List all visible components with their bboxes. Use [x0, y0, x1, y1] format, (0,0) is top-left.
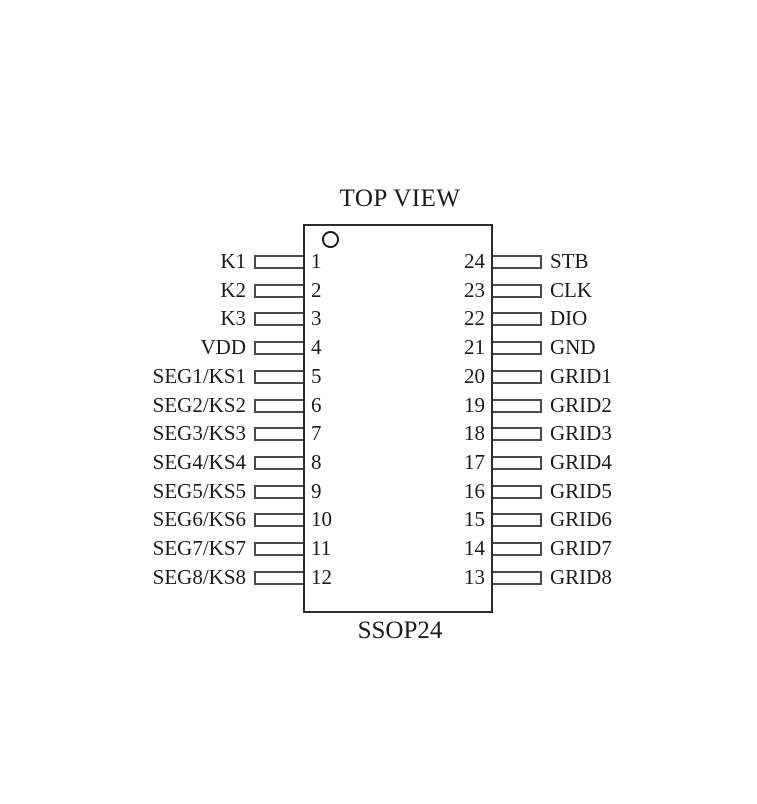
pin-label-seg7-ks7: SEG7/KS7 [152, 536, 246, 561]
pin-label-grid8: GRID8 [550, 564, 612, 589]
package-name-caption: SSOP24 [357, 617, 443, 644]
pin-lead-5 [254, 369, 305, 384]
pin-lead-19 [491, 398, 542, 413]
pin-lead-4 [254, 341, 305, 356]
pin-lead-21 [491, 341, 542, 356]
pin-number-3: 3 [311, 306, 322, 331]
pin-label-stb: STB [550, 249, 589, 273]
pin-number-22: 22 [464, 306, 485, 331]
package-body-outline [303, 224, 493, 613]
pin-label-seg1-ks1: SEG1/KS1 [152, 363, 246, 388]
pin-number-7: 7 [311, 421, 322, 446]
pin-label-k2: K2 [220, 277, 246, 302]
pin-lead-20 [491, 369, 542, 384]
pin-lead-2 [254, 283, 305, 298]
pin-lead-16 [491, 484, 542, 499]
pin-number-4: 4 [311, 335, 322, 360]
pin-label-dio: DIO [550, 306, 588, 331]
pin1-circle-icon [322, 231, 339, 248]
pin-lead-12 [254, 570, 305, 585]
pin-label-gnd: GND [550, 335, 596, 360]
pin-label-seg6-ks6: SEG6/KS6 [152, 507, 246, 532]
pin-number-23: 23 [464, 277, 485, 302]
pin-label-seg4-ks4: SEG4/KS4 [152, 450, 246, 475]
pin-number-10: 10 [311, 507, 332, 532]
pin-number-18: 18 [464, 421, 485, 446]
pin-label-clk: CLK [550, 277, 592, 302]
pin-label-vdd: VDD [200, 335, 247, 360]
pin-number-1: 1 [311, 249, 322, 273]
pin-lead-11 [254, 542, 305, 557]
pin-number-12: 12 [311, 564, 332, 589]
pin-lead-3 [254, 312, 305, 327]
pin-lead-10 [254, 513, 305, 528]
pin-label-grid4: GRID4 [550, 450, 612, 475]
pin-lead-23 [491, 283, 542, 298]
pin-label-seg3-ks3: SEG3/KS3 [152, 421, 246, 446]
pin-lead-15 [491, 513, 542, 528]
pin-number-13: 13 [464, 564, 485, 589]
pin-lead-13 [491, 570, 542, 585]
pin-label-k3: K3 [220, 306, 246, 331]
pin-number-17: 17 [464, 450, 485, 475]
pin-lead-14 [491, 542, 542, 557]
pin-number-9: 9 [311, 478, 322, 503]
pin-label-seg8-ks8: SEG8/KS8 [152, 564, 246, 589]
pin-label-grid2: GRID2 [550, 392, 612, 417]
pin-lead-24 [491, 255, 542, 269]
pin-lead-6 [254, 398, 305, 413]
pin-label-seg5-ks5: SEG5/KS5 [152, 478, 246, 503]
pin-label-seg2-ks2: SEG2/KS2 [152, 392, 246, 417]
top-view-title: TOP VIEW [339, 185, 461, 212]
pin-label-grid3: GRID3 [550, 421, 612, 446]
pin-lead-8 [254, 456, 305, 471]
pin-number-20: 20 [464, 363, 485, 388]
pin-label-k1: K1 [220, 249, 246, 273]
pin-label-grid1: GRID1 [550, 363, 612, 388]
pin-number-19: 19 [464, 392, 485, 417]
pin-number-2: 2 [311, 277, 322, 302]
pin-number-14: 14 [464, 536, 485, 561]
pin-lead-9 [254, 484, 305, 499]
pin-number-16: 16 [464, 478, 485, 503]
pin-number-15: 15 [464, 507, 485, 532]
pin-label-grid5: GRID5 [550, 478, 612, 503]
pin-label-grid7: GRID7 [550, 536, 612, 561]
pin-lead-7 [254, 427, 305, 442]
pin-number-24: 24 [464, 249, 485, 273]
pin-number-11: 11 [311, 536, 332, 561]
pin-lead-18 [491, 427, 542, 442]
pin-lead-22 [491, 312, 542, 327]
pin-lead-1 [254, 255, 305, 269]
pin-label-grid6: GRID6 [550, 507, 612, 532]
pin-lead-17 [491, 456, 542, 471]
pin-number-21: 21 [464, 335, 485, 360]
pin-number-6: 6 [311, 392, 322, 417]
pin-number-8: 8 [311, 450, 322, 475]
pin-number-5: 5 [311, 363, 322, 388]
